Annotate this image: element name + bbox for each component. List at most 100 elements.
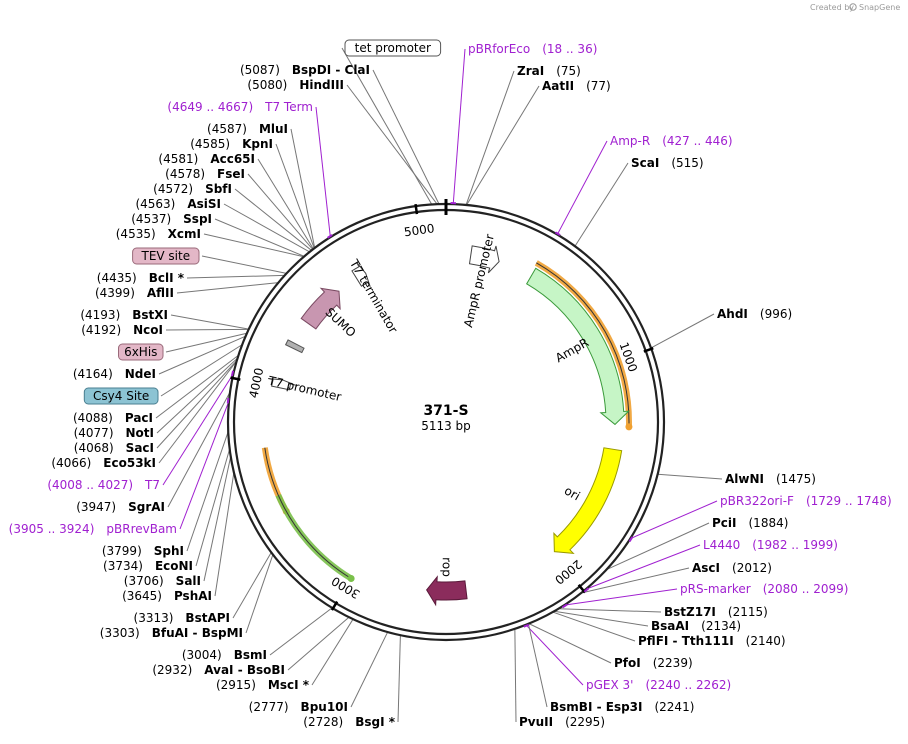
coords-hindiii: (5080)	[247, 78, 287, 92]
enzyme-paci[interactable]: PacI	[125, 411, 153, 425]
leader-tev-site	[201, 255, 287, 274]
leader-6xhis	[165, 332, 248, 353]
leader-saci	[156, 360, 238, 449]
enzyme-sspi[interactable]: SspI	[183, 212, 212, 226]
leader-pgex-3	[525, 624, 584, 686]
leader-bpu10i	[350, 631, 389, 708]
enzyme-asisi[interactable]: AsiSI	[187, 197, 221, 211]
ring-tick-4000	[230, 376, 241, 381]
primer-amp-r[interactable]: Amp-R	[610, 134, 650, 148]
enzyme-scai[interactable]: ScaI	[631, 156, 659, 170]
enzyme-bstxi[interactable]: BstXI	[132, 308, 168, 322]
enzyme-bfuai-bspmi[interactable]: BfuAI - BspMI	[152, 626, 243, 640]
primer-t7-term[interactable]: T7 Term	[264, 100, 313, 114]
leader-amp-r	[556, 140, 608, 235]
plasmid-center: 371-S 5113 bp	[421, 403, 471, 433]
enzyme-pshai[interactable]: PshAI	[174, 589, 212, 603]
coords-kpni: (4585)	[190, 137, 230, 151]
leader-bsmbi-esp3i	[527, 623, 548, 708]
enzyme-zrai[interactable]: ZraI	[517, 64, 544, 78]
enzyme-bspdi-clai[interactable]: BspDI - ClaI	[292, 63, 370, 77]
feature-box-tet-promoter[interactable]	[344, 39, 442, 57]
coords-l4440: (1982 .. 1999)	[752, 538, 838, 552]
enzyme-sgrai[interactable]: SgrAI	[128, 500, 165, 514]
primer-pbr322ori-f[interactable]: pBR322ori-F	[720, 494, 794, 508]
enzyme-xcmi[interactable]: XcmI	[168, 227, 201, 241]
enzyme-bstz17i[interactable]: BstZ17I	[664, 605, 716, 619]
enzyme-bsgi[interactable]: BsgI *	[355, 715, 396, 729]
credit-prefix: Created by	[810, 3, 854, 12]
enzyme-acc65i[interactable]: Acc65I	[210, 152, 255, 166]
enzyme-bsmi[interactable]: BsmI	[234, 648, 267, 662]
enzyme-saci[interactable]: SacI	[126, 441, 154, 455]
coords-msci: (2915)	[216, 678, 256, 692]
enzyme-bsaai[interactable]: BsaAI	[651, 619, 689, 633]
enzyme-sali[interactable]: SalI	[176, 574, 201, 588]
leader-pshai	[214, 472, 235, 597]
leader-sgrai	[167, 391, 231, 508]
coords-prs-marker: (2080 .. 2099)	[763, 582, 849, 596]
ring-tick-label-4000: 4000	[247, 367, 267, 400]
coords-ahdi: (996)	[760, 307, 792, 321]
feature-label-ampr-promoter: AmpR promoter	[461, 233, 497, 329]
enzyme-aflii[interactable]: AflII	[147, 286, 174, 300]
leader-kpni	[275, 143, 315, 249]
primer-pgex-3[interactable]: pGEX 3'	[586, 678, 633, 692]
enzyme-sbfi[interactable]: SbfI	[205, 182, 232, 196]
feature-rbs	[284, 339, 305, 354]
leader-csy4-site	[160, 344, 243, 397]
enzyme-pvuii[interactable]: PvuII	[519, 715, 553, 729]
enzyme-ahdi[interactable]: AhdI	[717, 307, 748, 321]
enzyme-ndei[interactable]: NdeI	[125, 367, 156, 381]
leader-prs-marker	[564, 588, 678, 606]
enzyme-avai-bsobi[interactable]: AvaI - BsoBI	[204, 663, 285, 677]
feature-box-6xhis[interactable]	[118, 343, 164, 361]
leader-sspi	[214, 218, 305, 257]
enzyme-ncoi[interactable]: NcoI	[133, 323, 163, 337]
enzyme-hindiii[interactable]: HindIII	[299, 78, 344, 92]
coords-ndei: (4164)	[73, 367, 113, 381]
feature-label-t7-terminator: T7 terminator	[346, 256, 400, 335]
enzyme-sphi[interactable]: SphI	[154, 544, 184, 558]
leader-sbfi	[234, 188, 312, 251]
enzyme-pcii[interactable]: PciI	[712, 516, 737, 530]
enzyme-msci[interactable]: MscI *	[268, 678, 310, 692]
feature-label-sumo: SUMO	[323, 305, 359, 340]
enzyme-bcli[interactable]: BclI *	[149, 271, 185, 285]
primer-pbrrevbam[interactable]: pBRrevBam	[106, 522, 177, 536]
primer-t7[interactable]: T7	[144, 478, 160, 492]
feature-box-tev-site[interactable]	[132, 247, 200, 265]
coords-bsgi: (2728)	[303, 715, 343, 729]
leader-bstz17i	[558, 608, 662, 613]
snapgene-credit: Created by SnapGene	[810, 3, 900, 12]
coords-fsei: (4578)	[165, 167, 205, 181]
feature-box-csy4-site[interactable]	[83, 387, 159, 405]
primer-pbrforeco[interactable]: pBRforEco	[468, 42, 530, 56]
enzyme-eco53ki[interactable]: Eco53kI	[103, 456, 156, 470]
enzyme-alwni[interactable]: AlwNI	[725, 472, 764, 486]
enzyme-noti[interactable]: NotI	[126, 426, 155, 440]
enzyme-fsei[interactable]: FseI	[217, 167, 245, 181]
coords-pbrrevbam: (3905 .. 3924)	[9, 522, 95, 536]
leader-t7	[162, 373, 234, 486]
plasmid-length: 5113 bp	[421, 419, 471, 433]
enzyme-bsmbi-esp3i[interactable]: BsmBI - Esp3I	[550, 700, 642, 714]
primer-l4440[interactable]: L4440	[703, 538, 740, 552]
leader-sali	[203, 456, 232, 582]
feature-sumo	[300, 287, 341, 330]
primer-prs-marker[interactable]: pRS-marker	[680, 582, 751, 596]
enzyme-kpni[interactable]: KpnI	[242, 137, 273, 151]
coords-xcmi: (4535)	[116, 227, 156, 241]
enzyme-asci[interactable]: AscI	[692, 561, 720, 575]
enzyme-bstapi[interactable]: BstAPI	[185, 611, 230, 625]
enzyme-pfoi[interactable]: PfoI	[614, 656, 641, 670]
coords-pcii: (1884)	[749, 516, 789, 530]
enzyme-bpu10i[interactable]: Bpu10I	[301, 700, 348, 714]
leader-pcii	[606, 522, 710, 571]
enzyme-pflfi-tth111i[interactable]: PflFI - Tth111I	[638, 634, 734, 648]
ring-tick-1000	[643, 347, 654, 353]
enzyme-mlui[interactable]: MluI	[259, 122, 288, 136]
enzyme-econi[interactable]: EcoNI	[155, 559, 193, 573]
enzyme-aatii[interactable]: AatII	[542, 79, 574, 93]
